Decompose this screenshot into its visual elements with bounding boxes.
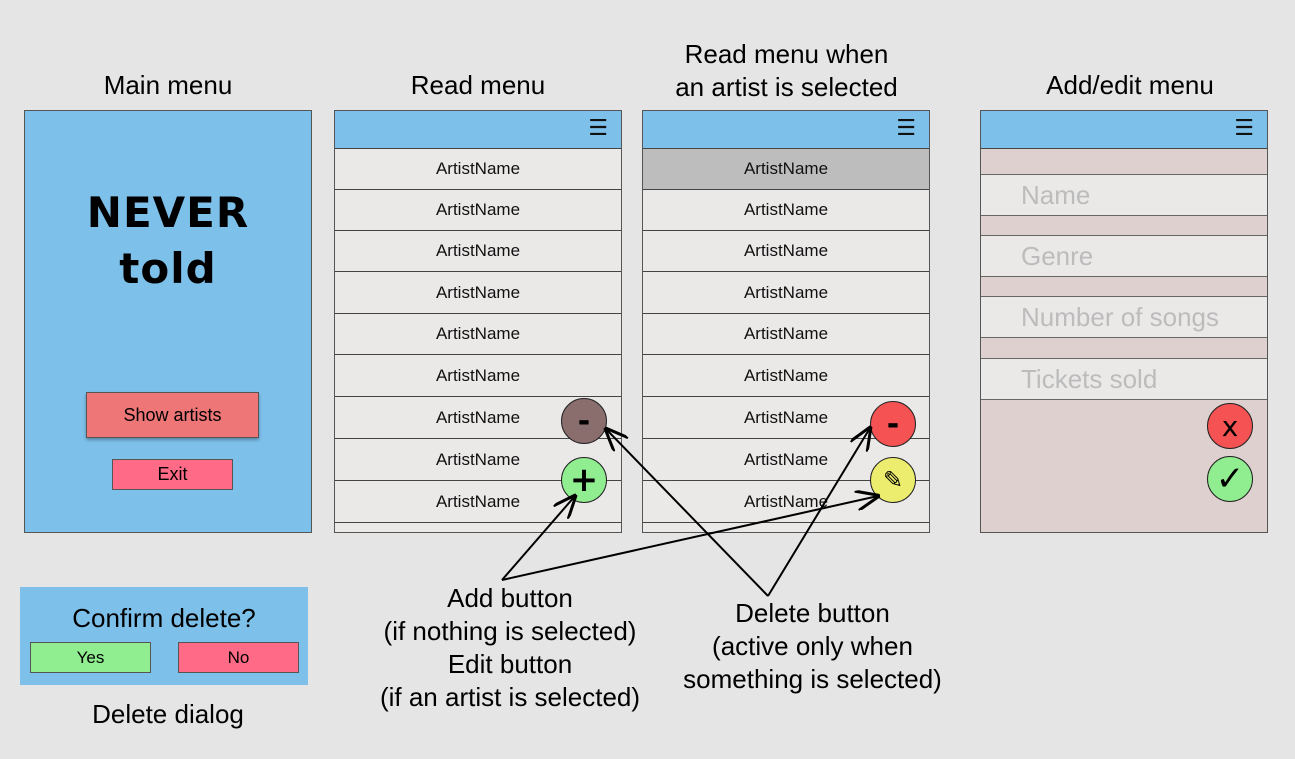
no-button[interactable]: No [178,642,299,673]
name-field[interactable]: Name [981,174,1267,216]
artist-row[interactable]: ArtistName [335,230,621,271]
read-menu-header: ☰ [335,111,621,149]
main-menu-panel: NEVER told Show artists Exit [24,110,312,533]
read-selected-menu-header: ☰ [643,111,929,149]
delete-annotation: Delete button (active only when somethin… [683,598,942,694]
list-filler-row [643,522,929,532]
artist-row[interactable]: ArtistName [643,230,929,271]
genre-field[interactable]: Genre [981,235,1267,277]
hamburger-menu-icon[interactable]: ☰ [1234,116,1254,141]
delete-dialog-question: Confirm delete? [72,603,256,633]
number-of-songs-field[interactable]: Number of songs [981,296,1267,338]
logo-line-2: told [119,244,217,293]
confirm-button[interactable]: ✓ [1207,456,1253,502]
pencil-icon: ✎ [882,466,904,494]
hamburger-menu-icon[interactable]: ☰ [896,116,916,141]
hamburger-menu-icon[interactable]: ☰ [588,116,608,141]
list-filler-row [335,522,621,532]
checkmark-icon: ✓ [1215,459,1245,499]
app-logo: NEVER told [25,185,311,297]
add-edit-annotation: Add button (if nothing is selected) Edit… [379,583,641,712]
artist-row[interactable]: ArtistName [643,189,929,230]
delete-dialog-title: Delete dialog [92,699,244,729]
add-button[interactable]: + [561,457,607,503]
artist-row[interactable]: ArtistName [335,313,621,354]
read-selected-menu-title: Read menu when an artist is selected [675,39,898,102]
artist-row[interactable]: ArtistName [335,148,621,189]
read-menu-title: Read menu [410,70,546,100]
artist-row[interactable]: ArtistName [335,354,621,396]
yes-button[interactable]: Yes [30,642,151,673]
edit-button[interactable]: ✎ [870,457,916,503]
add-edit-menu-header: ☰ [981,111,1267,149]
show-artists-button[interactable]: Show artists [86,392,259,438]
add-edit-menu-title: Add/edit menu [1046,70,1214,100]
add-edit-menu-panel: ☰ Name Genre Number of songs Tickets sol… [980,110,1268,533]
artist-row[interactable]: ArtistName [643,148,929,189]
artist-row[interactable]: ArtistName [643,354,929,396]
main-menu-title: Main menu [103,70,233,100]
delete-button-inactive: - [561,398,607,444]
artist-row[interactable]: ArtistName [643,271,929,313]
artist-row[interactable]: ArtistName [643,313,929,354]
exit-button[interactable]: Exit [112,459,233,490]
delete-dialog: Confirm delete? Yes No [20,587,308,685]
cancel-button[interactable]: x [1207,403,1253,449]
tickets-sold-field[interactable]: Tickets sold [981,358,1267,400]
artist-row[interactable]: ArtistName [335,189,621,230]
logo-line-1: NEVER [86,188,250,237]
artist-row[interactable]: ArtistName [335,271,621,313]
delete-button-active[interactable]: - [870,401,916,447]
